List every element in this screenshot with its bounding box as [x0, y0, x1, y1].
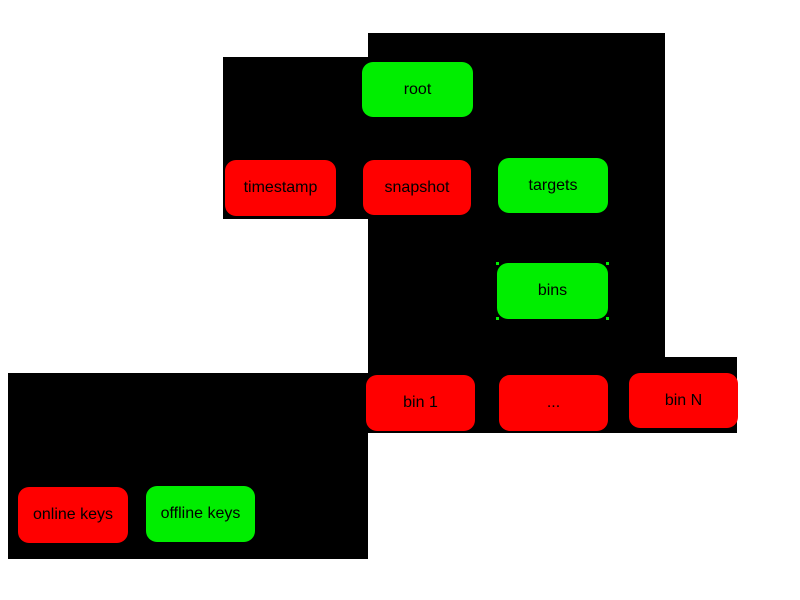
selection-corner-mark	[496, 262, 499, 265]
node-label: bin 1	[403, 394, 438, 411]
node-online-keys: online keys	[18, 487, 128, 543]
node-label: timestamp	[243, 179, 318, 196]
selection-corner-mark	[496, 317, 499, 320]
node-label: bins	[537, 282, 568, 299]
node-bin-n: bin N	[629, 373, 738, 428]
node-label: snapshot	[384, 178, 450, 196]
node-label: offline keys	[160, 505, 241, 522]
node-label: targets	[528, 176, 578, 194]
selection-corner-mark	[606, 262, 609, 265]
node-root: root	[362, 62, 473, 117]
node-label: online keys	[32, 506, 114, 523]
selection-corner-mark	[606, 317, 609, 320]
node-targets: targets	[498, 158, 608, 213]
node-snapshot: snapshot	[363, 160, 471, 215]
node-bin-1: bin 1	[366, 375, 475, 431]
node-bins: bins	[496, 262, 609, 320]
node-label: ...	[546, 394, 561, 411]
node-offline-keys: offline keys	[146, 486, 255, 542]
node-bin-ellipsis: ...	[499, 375, 608, 431]
node-timestamp: timestamp	[225, 160, 336, 216]
node-label: bin N	[664, 391, 703, 409]
node-label: root	[403, 80, 432, 98]
